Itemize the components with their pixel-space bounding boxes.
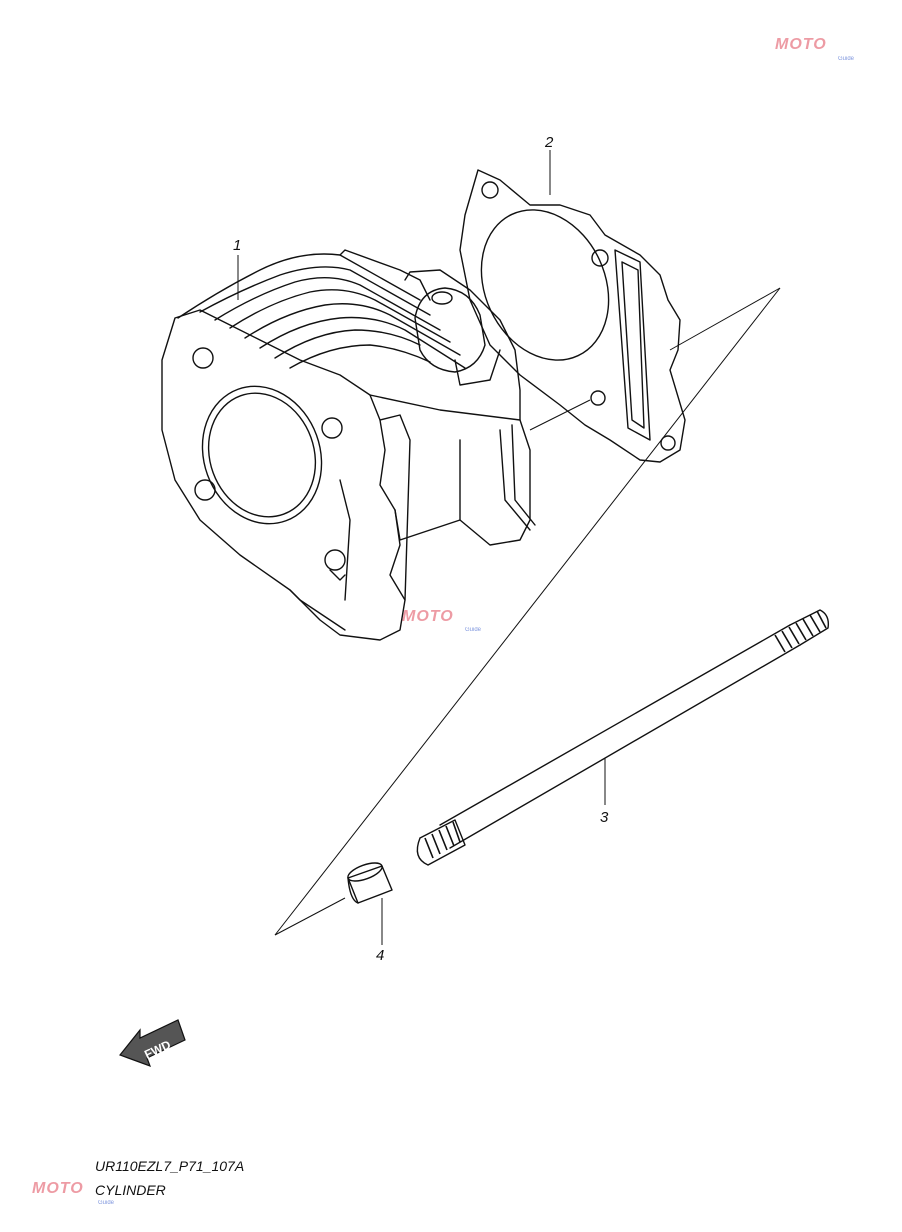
diagram-code: UR110EZL7_P71_107A xyxy=(95,1158,245,1174)
stud-bolt-part xyxy=(416,609,830,866)
gasket-part xyxy=(459,169,686,463)
stud-thread-bottom xyxy=(424,821,461,859)
dowel-pin-part xyxy=(347,862,393,904)
watermark-bottom-left: MOTO xyxy=(32,1180,84,1197)
stud-thread-top xyxy=(774,610,827,653)
diagram-title: CYLINDER xyxy=(95,1182,166,1198)
assembly-guide-lines xyxy=(274,287,781,936)
watermark-top-right-sub: Guide xyxy=(838,56,855,62)
watermark-center: MOTO xyxy=(402,608,454,625)
watermark-center-sub: Guide xyxy=(465,627,482,633)
callout-1: 1 xyxy=(233,237,241,254)
watermark-bottom-left-sub: Guide xyxy=(98,1200,115,1206)
cylinder-part xyxy=(161,249,536,641)
leader-lines xyxy=(237,150,606,945)
callout-4: 4 xyxy=(376,947,384,964)
callout-2: 2 xyxy=(544,134,554,151)
fwd-arrow-icon: FWD xyxy=(119,1019,186,1068)
callout-3: 3 xyxy=(600,809,609,826)
watermark-top-right: MOTO xyxy=(775,36,827,53)
